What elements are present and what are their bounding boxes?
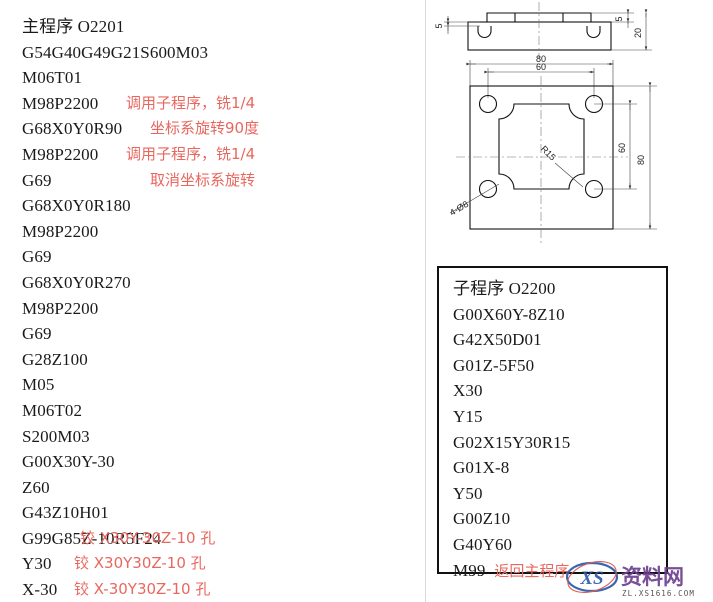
dim-plan-80-right: 80 (636, 155, 646, 165)
program-code-text: G69 (22, 247, 52, 267)
dim-plan-60-right: 60 (617, 143, 627, 153)
program-code-text: M98P2200 (22, 221, 99, 241)
dim-side-left-5: 5 (434, 23, 444, 28)
program-code-text: G00X30Y-30 (22, 452, 115, 472)
program-comment-text: 铰 X30Y30Z-10 孔 (74, 554, 206, 573)
sub-program-line: Y15 (453, 404, 570, 430)
program-comment-text: 调用子程序，铣1/4 (126, 144, 256, 163)
program-code-text: Y50 (453, 483, 483, 503)
main-program-line: M06T01 (22, 65, 422, 91)
program-comment-text: 取消坐标系旋转 (150, 170, 256, 189)
main-program-line: Y30 铰 X30Y30Z-10 孔 (22, 551, 422, 577)
program-code-text: M98P2200 (22, 93, 99, 113)
program-code-text: G42X50D01 (453, 330, 542, 350)
main-program-line: G28Z100 (22, 347, 422, 373)
program-code-text: G69 (22, 170, 52, 190)
program-code-text: G01X-8 (453, 458, 510, 478)
program-code-text: M99 (453, 560, 486, 580)
main-program-line: G68X0Y0R180 (22, 193, 422, 219)
program-code-text: M06T02 (22, 400, 83, 420)
dim-side-right-5: 5 (614, 16, 624, 21)
main-program-line: G69 (22, 321, 422, 347)
sub-program-line: 子程序 O2200 (453, 276, 570, 302)
main-program-line: 主程序 O2201 (22, 14, 422, 40)
program-comment-text: 铰 X-30Y30Z-10 孔 (74, 580, 211, 599)
drawing-svg: .sld { fill:none; stroke:#111; stroke-wi… (434, 2, 657, 243)
program-code-text: 子程序 O2200 (453, 279, 556, 298)
main-program-line: M05 (22, 372, 422, 398)
sub-program-line: G01X-8 (453, 455, 570, 481)
main-program-line: M98P2200 (22, 219, 422, 245)
program-code-text: G00X60Y-8Z10 (453, 304, 565, 324)
program-code-text: Y15 (453, 406, 483, 426)
program-code-text: G68X0Y0R270 (22, 272, 131, 292)
dim-side-20: 20 (633, 28, 643, 38)
sub-program-line: Y50 (453, 481, 570, 507)
program-comment-text: 铰 X30Y-30Z-10 孔 (80, 528, 216, 547)
sub-program-line: X30 (453, 378, 570, 404)
program-code-text: M98P2200 (22, 298, 99, 318)
main-program-line: G68X0Y0R270 (22, 270, 422, 296)
program-code-text: G68X0Y0R90 (22, 119, 123, 139)
main-program-line: Z60 (22, 475, 422, 501)
watermark-url: ZL.XS1616.COM (622, 589, 695, 598)
sub-program-line: G40Y60 (453, 532, 570, 558)
main-program-line: M98P2200 调用子程序，铣1/4 (22, 142, 422, 168)
program-code-text: S200M03 (22, 426, 90, 446)
program-comment-text: 返回主程序 (494, 561, 570, 580)
program-code-text: G69 (22, 324, 52, 344)
program-code-text: G28Z100 (22, 349, 88, 369)
program-code-text: G43Z10H01 (22, 503, 109, 523)
program-code-text: M05 (22, 375, 55, 395)
sub-program-line: G02X15Y30R15 (453, 430, 570, 456)
program-code-text: G02X15Y30R15 (453, 432, 571, 452)
program-code-text: G54G40G49G21S600M03 (22, 42, 209, 62)
main-program-line: M06T02 (22, 398, 422, 424)
program-code-text: G99G85Z-10R5F24 (22, 528, 162, 548)
program-code-text: G01Z-5F50 (453, 355, 535, 375)
main-program-line: G43Z10H01 (22, 500, 422, 526)
program-code-text: X30 (453, 381, 483, 401)
sub-program-line: G01Z-5F50 (453, 353, 570, 379)
main-program-line: M98P2200 (22, 296, 422, 322)
sub-program-line: M99 返回主程序 (453, 558, 570, 584)
main-program-line: G68X0Y0R90 坐标系旋转90度 (22, 116, 422, 142)
program-code-text: M06T01 (22, 68, 83, 88)
main-program-line: X-30 铰 X-30Y30Z-10 孔 (22, 577, 422, 602)
program-code-text: G40Y60 (453, 534, 513, 554)
main-program-line: G69 取消坐标系旋转 (22, 168, 422, 194)
main-program-line: M98P2200 调用子程序，铣1/4 (22, 91, 422, 117)
technical-drawing: .sld { fill:none; stroke:#111; stroke-wi… (430, 0, 713, 258)
dim-radius-r15: R15 (539, 144, 558, 163)
sub-program-line: G00Z10 (453, 506, 570, 532)
program-code-text: 主程序 O2201 (22, 17, 125, 36)
main-program-line: G00X30Y-30 (22, 449, 422, 475)
dim-hole-4-d8: 4-Ø8 (448, 199, 470, 218)
program-code-text: X-30 (22, 580, 58, 600)
sub-program-line: G42X50D01 (453, 327, 570, 353)
program-code-text: G00Z10 (453, 509, 511, 529)
program-code-text: M98P2200 (22, 144, 99, 164)
main-program-line: G54G40G49G21S600M03 (22, 40, 422, 66)
program-comment-text: 调用子程序，铣1/4 (126, 93, 256, 112)
sub-program-line: G00X60Y-8Z10 (453, 302, 570, 328)
program-code-text: G68X0Y0R180 (22, 196, 131, 216)
dim-plan-80-top: 80 (536, 54, 546, 64)
main-program-line: S200M03 (22, 424, 422, 450)
dim-plan-60-top: 60 (536, 62, 546, 72)
program-code-text: Y30 (22, 554, 52, 574)
program-code-text: Z60 (22, 477, 50, 497)
main-program-line: G69 (22, 244, 422, 270)
program-comment-text: 坐标系旋转90度 (150, 119, 260, 138)
column-divider (425, 0, 426, 602)
